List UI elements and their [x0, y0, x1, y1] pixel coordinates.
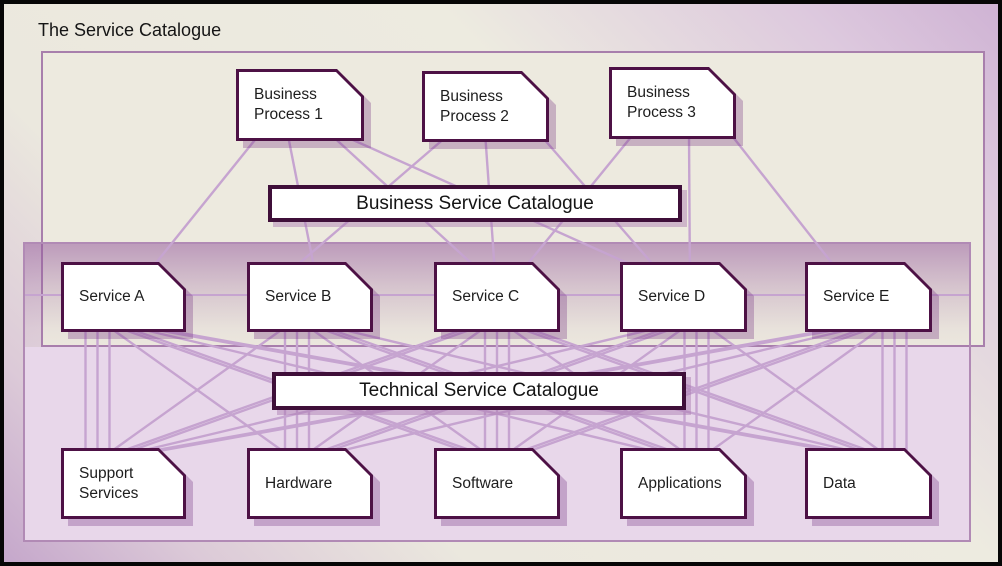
node-label: Service B	[265, 288, 332, 305]
node-svce: Service E	[805, 262, 932, 332]
technical-service-catalogue-label: Technical Service Catalogue	[359, 380, 599, 401]
dog-ear-shape-fill	[250, 265, 370, 329]
connector-line	[708, 327, 883, 453]
node-support: Support Services	[61, 448, 186, 519]
dog-ear-shape-fill	[64, 451, 183, 516]
connector-line	[731, 135, 836, 267]
node-label: Business Process 1	[254, 86, 323, 123]
node-bp2: Business Process 2	[422, 71, 549, 142]
business-service-catalogue-label: Business Service Catalogue	[356, 192, 594, 214]
node-label: Support Services	[79, 464, 139, 502]
dog-ear-shape-fill	[623, 451, 744, 516]
dog-ear-shape-fill	[612, 70, 733, 136]
dog-ear-shape-fill	[623, 265, 744, 329]
node-label: Service D	[638, 288, 706, 305]
dog-ear-shape-fill	[64, 265, 183, 329]
node-label: Applications	[638, 474, 722, 492]
node-bp3: Business Process 3	[609, 67, 736, 139]
node-label: Hardware	[265, 474, 333, 492]
diagram-title: The Service Catalogue	[38, 20, 222, 40]
dog-ear-shape-fill	[808, 265, 929, 329]
business-service-catalogue-banner: Business Service Catalogue	[268, 185, 682, 222]
node-label: Service C	[452, 288, 520, 305]
connector-line	[152, 137, 258, 267]
node-label: Business Process 3	[627, 84, 696, 121]
node-applications: Applications	[620, 448, 747, 519]
node-bp1: Business Process 1	[236, 69, 364, 141]
dog-ear-shape-fill	[437, 451, 557, 516]
node-svca: Service A	[61, 262, 186, 332]
dog-ear-shape-fill	[250, 451, 370, 516]
connector-line	[526, 326, 873, 454]
node-label: Business Process 2	[440, 87, 509, 125]
dog-ear-shape-fill	[239, 72, 361, 138]
connector-line	[518, 326, 865, 454]
node-label: Service A	[79, 288, 145, 305]
dog-ear-shape-fill	[808, 451, 929, 516]
node-label: Software	[452, 474, 514, 492]
node-hardware: Hardware	[247, 448, 373, 519]
connector-line	[109, 327, 285, 453]
connector-line	[687, 135, 692, 267]
node-svcd: Service D	[620, 262, 747, 332]
node-label: Data	[823, 474, 856, 492]
node-label: Service E	[823, 288, 890, 305]
node-svcc: Service C	[434, 262, 560, 332]
dog-ear-shape-fill	[425, 74, 546, 139]
node-data: Data	[805, 448, 932, 519]
node-software: Software	[434, 448, 560, 519]
node-svcb: Service B	[247, 262, 373, 332]
technical-service-catalogue-banner: Technical Service Catalogue	[272, 372, 686, 410]
dog-ear-shape-fill	[437, 265, 557, 329]
